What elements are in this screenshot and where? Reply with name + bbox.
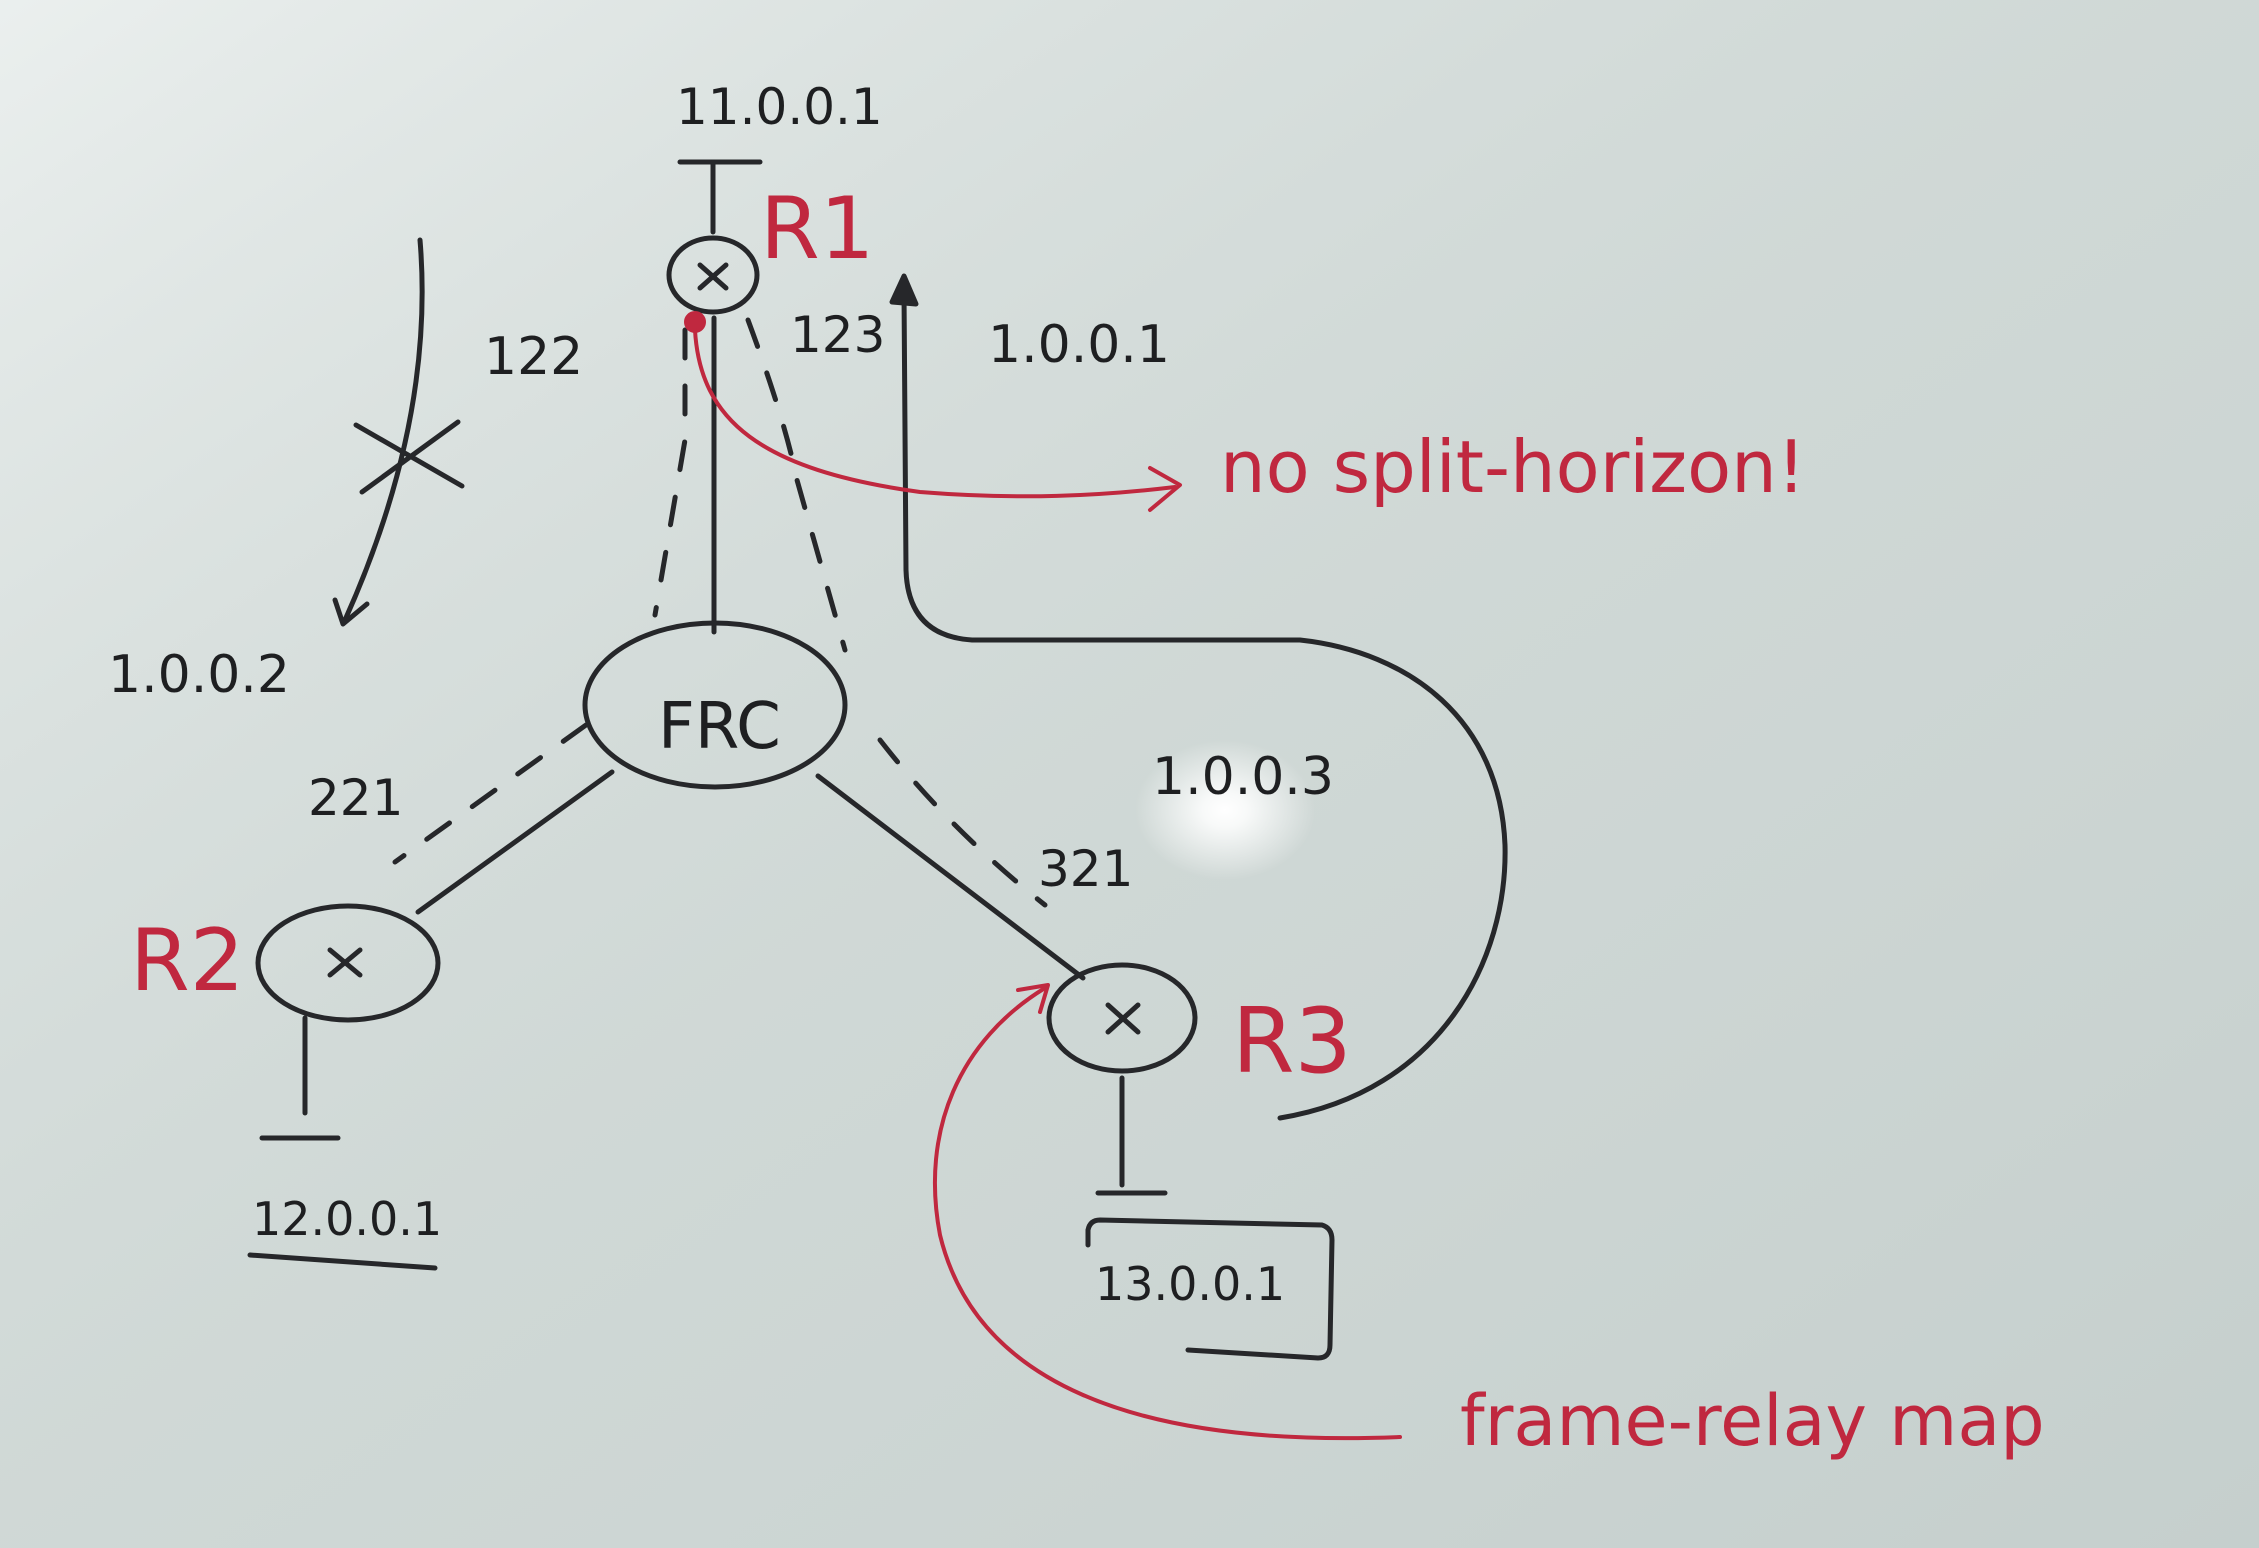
r1-label: R1 [760,179,874,279]
note-split-horizon: no split-horizon! [1220,425,1806,509]
link-frc-r3 [815,773,1086,981]
route-loop-arrow [901,289,1508,1121]
r2-ip: 1.0.0.2 [108,645,290,705]
dlci-122: 122 [484,327,583,387]
r3-lan-ip: 13.0.0.1 [1095,1257,1285,1311]
dlci-221: 221 [308,769,403,827]
scale-arrow-line [342,237,425,623]
split-horizon-arrow [693,328,1177,499]
r2-lan-underline [247,1252,438,1271]
router-r1-x-b [697,262,729,291]
router-r2-x-b [327,947,363,978]
r1-lan-ip: 11.0.0.1 [676,78,883,136]
r3-lan-box [1085,1217,1335,1361]
router-r3 [1046,962,1198,1074]
vc-r1-r2-a [652,327,688,618]
r3-label: R3 [1232,989,1352,1094]
dlci-123: 123 [790,306,885,364]
note-frame-relay-map: frame-relay map [1460,1380,2045,1462]
r2-label: R2 [130,911,244,1011]
r3-ip: 1.0.0.3 [1152,747,1334,807]
r1-ip: 1.0.0.1 [988,315,1170,375]
scale-arrowhead [332,597,370,627]
cross-mark-b [359,419,461,495]
frame-relay-map-arrow [932,986,1402,1441]
frc-label: FRC [658,690,781,764]
route-arrowhead [889,273,919,307]
split-horizon-arrowhead [1148,466,1182,512]
frame-relay-map-arrowhead [1016,983,1050,1014]
link-frc-r2 [415,769,615,915]
router-r3-x-b [1105,1002,1141,1035]
router-r1 [666,235,760,315]
dlci-321: 321 [1038,840,1133,898]
light-glare [1135,740,1315,880]
router-r2 [255,903,441,1023]
frc-cloud [582,620,848,790]
vc-r1-r3-b [877,737,1048,908]
vc-r1-r3-a [745,317,848,653]
vc-r1-r2-b [392,722,589,865]
r2-lan-ip: 12.0.0.1 [252,1192,442,1246]
